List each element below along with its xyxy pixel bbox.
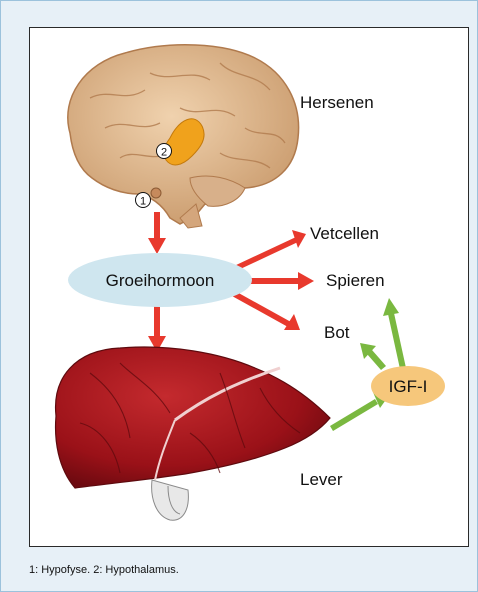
gallbladder — [152, 480, 189, 520]
arrow-pituitary-to-hormone — [148, 212, 166, 254]
arrow-hormone-to-liver — [148, 306, 166, 352]
liver-illustration — [56, 347, 330, 520]
arrow-igf-to-muscles — [383, 298, 406, 369]
marker-hypothalamus: 2 — [157, 144, 172, 159]
diagram-panel: 2 1 — [29, 27, 469, 547]
igf-label: IGF-I — [389, 377, 428, 396]
arrow-hormone-to-bone — [232, 291, 300, 330]
growth-hormone-label: Groeihormoon — [106, 271, 215, 290]
diagram-canvas: 2 1 — [30, 28, 468, 546]
brain-illustration — [68, 45, 299, 228]
marker-pituitary-number: 1 — [140, 196, 146, 208]
green-arrows — [330, 298, 406, 431]
arrow-hormone-to-fat-cells — [234, 230, 306, 271]
fat-cells-label: Vetcellen — [310, 224, 379, 244]
muscles-label: Spieren — [326, 271, 385, 291]
liver-label: Lever — [300, 470, 343, 490]
footnote: 1: Hypofyse. 2: Hypothalamus. — [29, 564, 179, 576]
arrow-igf-to-bone — [360, 343, 386, 370]
bone-label: Bot — [324, 323, 350, 343]
marker-hypothalamus-number: 2 — [161, 147, 167, 159]
marker-pituitary: 1 — [136, 193, 151, 208]
brain-label: Hersenen — [300, 93, 374, 113]
